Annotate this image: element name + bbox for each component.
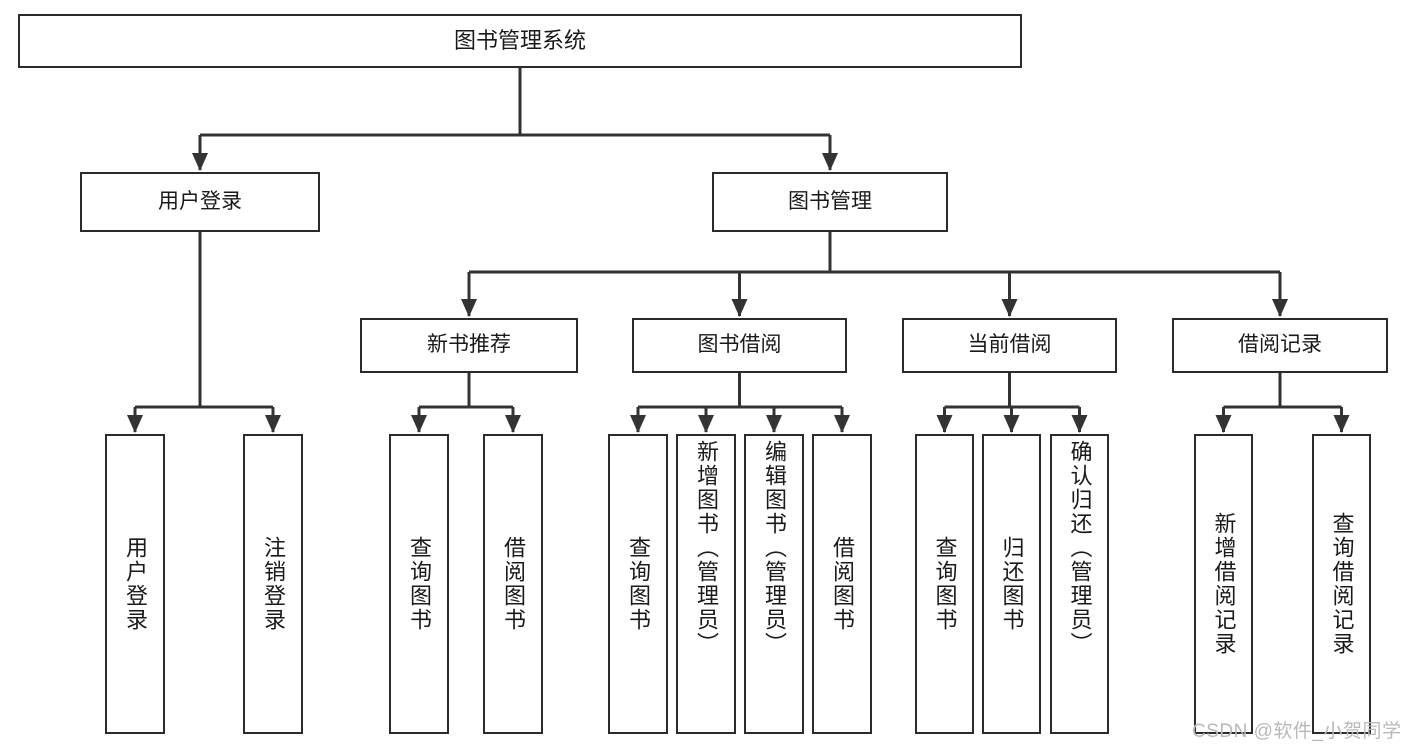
level2-node-1[interactable]: 图书管理 [712,172,948,232]
leaf-node-7[interactable]: 借阅图书 [812,434,872,734]
node-label: 新增图书（管理员） [694,440,719,656]
node-label: 借阅记录 [1238,333,1322,357]
node-label: 确认归还（管理员） [1067,440,1093,656]
node-label: 查询图书 [407,536,432,632]
node-label: 图书借阅 [697,333,782,357]
leaf-node-5[interactable]: 新增图书（管理员） [676,434,736,734]
level3-node-0[interactable]: 新书推荐 [360,318,578,373]
leaf-node-0[interactable]: 用户登录 [105,434,165,734]
leaf-node-2[interactable]: 查询图书 [389,434,449,734]
node-label: 注销登录 [261,536,286,632]
level3-node-1[interactable]: 图书借阅 [632,318,847,373]
node-label: 新书推荐 [427,333,511,357]
node-label: 当前借阅 [967,333,1052,357]
node-label: 查询图书 [932,536,958,632]
leaf-node-11[interactable]: 新增借阅记录 [1194,434,1253,734]
level2-node-0[interactable]: 用户登录 [80,172,320,232]
node-label: 图书管理 [788,189,872,213]
node-label: 归还图书 [999,536,1025,632]
level3-node-3[interactable]: 借阅记录 [1172,318,1388,373]
leaf-node-4[interactable]: 查询图书 [608,434,668,734]
node-label: 新增借阅记录 [1211,512,1237,656]
leaf-node-8[interactable]: 查询图书 [915,434,974,734]
leaf-node-1[interactable]: 注销登录 [243,434,303,734]
csdn-watermark: CSDN @软件_小贺同学 [1192,721,1402,742]
node-label: 用户登录 [123,536,148,632]
node-label: 用户登录 [158,189,242,213]
leaf-node-10[interactable]: 确认归还（管理员） [1050,434,1109,734]
node-label: 查询图书 [626,536,651,632]
node-label: 借阅图书 [501,536,526,632]
root-node[interactable]: 图书管理系统 [18,14,1022,68]
node-label: 编辑图书（管理员） [762,440,787,656]
leaf-node-3[interactable]: 借阅图书 [483,434,543,734]
node-label: 查询借阅记录 [1329,512,1355,656]
leaf-node-9[interactable]: 归还图书 [982,434,1041,734]
level3-node-2[interactable]: 当前借阅 [902,318,1117,373]
node-label: 借阅图书 [830,536,855,632]
leaf-node-6[interactable]: 编辑图书（管理员） [744,434,804,734]
leaf-node-12[interactable]: 查询借阅记录 [1312,434,1371,734]
node-label: 图书管理系统 [453,28,586,54]
